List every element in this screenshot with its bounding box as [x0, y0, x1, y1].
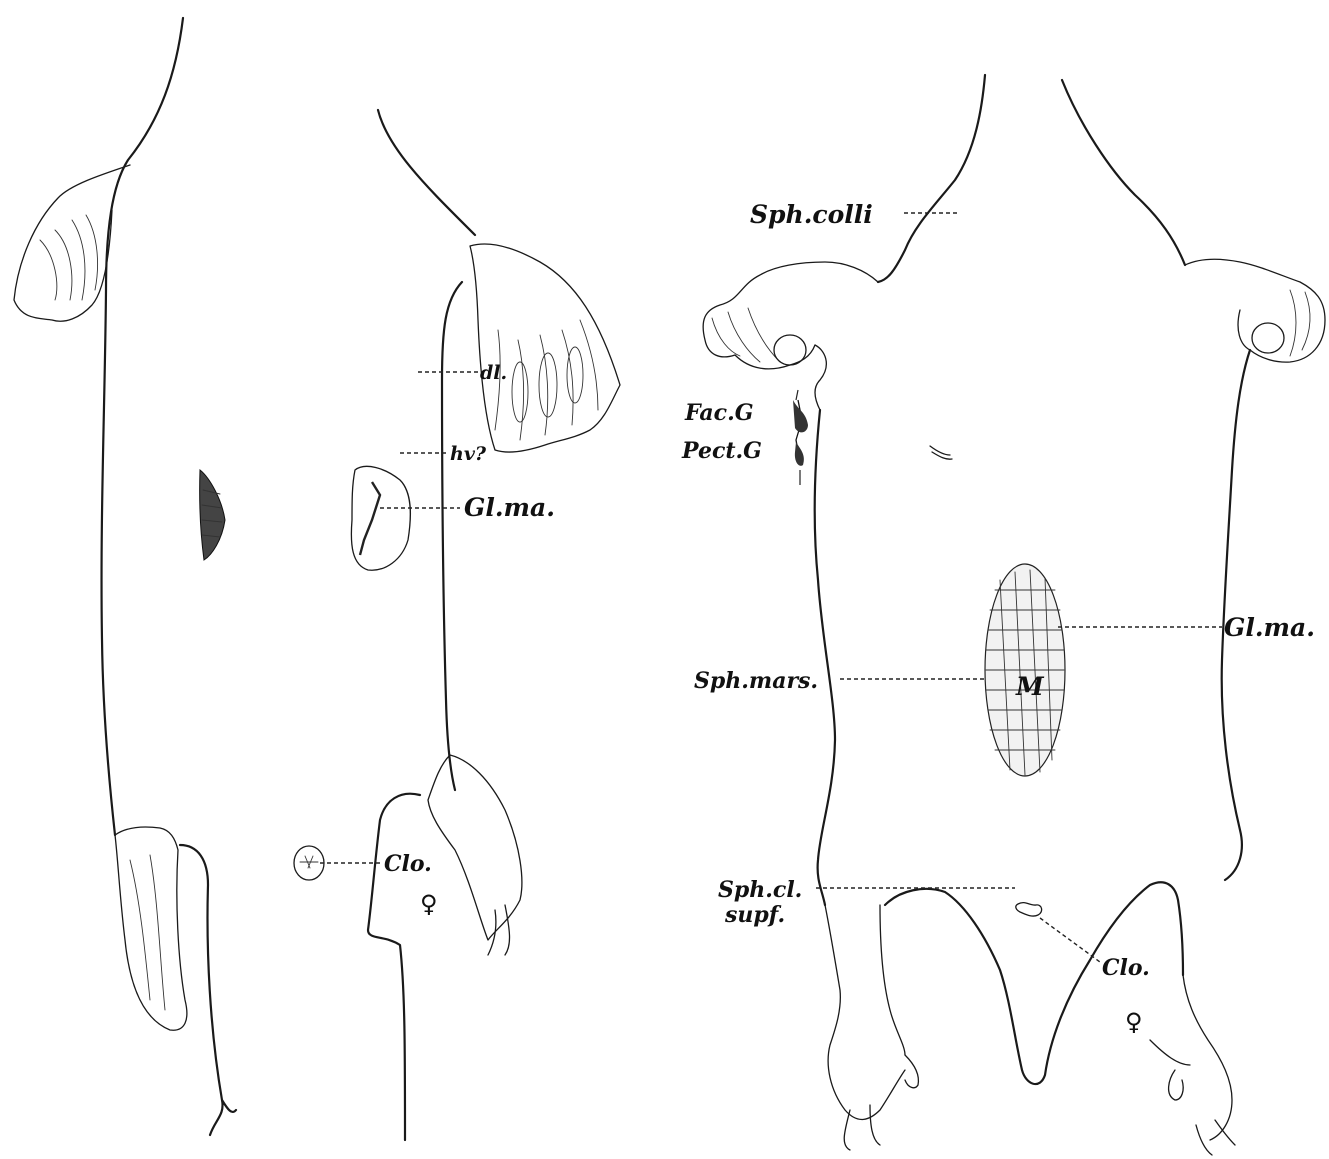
label-sph-cl: Sph.cl. — [718, 877, 802, 903]
left-body-front-outline — [442, 282, 462, 790]
label-hv: hv? — [450, 443, 487, 465]
label-dl: dl. — [480, 362, 507, 384]
left-cloaca — [294, 846, 324, 880]
label-m: M — [1015, 672, 1045, 701]
label-sph-mars: Sph.mars. — [694, 668, 818, 694]
right-hind-foot-right — [1183, 975, 1232, 1140]
right-lower-body-outline — [885, 882, 1183, 1084]
left-hind-leg-front — [428, 755, 522, 940]
left-body-back-outline — [102, 18, 183, 835]
right-neck-outline-left — [878, 75, 985, 282]
left-mammary-patch — [200, 470, 225, 560]
right-body-left-side — [815, 410, 835, 905]
left-specimen — [14, 18, 620, 1140]
left-hind-leg-back — [115, 827, 187, 1030]
label-supf: supf. — [724, 902, 785, 928]
female-symbol-left: ♀ — [420, 890, 438, 918]
right-marsupium — [985, 564, 1065, 776]
left-lower-body-outline — [368, 794, 420, 1140]
left-annotations: dl. hv? Gl.ma. Clo. ♀ — [320, 362, 555, 918]
label-fac-g: Fac.G — [684, 400, 754, 426]
right-cloaca — [1016, 903, 1042, 916]
right-hind-foot-left — [825, 905, 905, 1119]
label-gl-ma-left: Gl.ma. — [464, 493, 555, 522]
label-clo-left: Clo. — [384, 851, 432, 877]
label-clo-right: Clo. — [1102, 955, 1150, 981]
label-sph-colli: Sph.colli — [750, 200, 873, 229]
female-symbol-right: ♀ — [1125, 1008, 1143, 1036]
left-tail-outline — [180, 845, 236, 1135]
left-fore-flipper-front — [470, 244, 620, 452]
left-fore-flipper-back — [14, 165, 130, 321]
label-gl-ma-right: Gl.ma. — [1224, 613, 1315, 642]
left-body-front-outline-upper — [378, 110, 475, 235]
label-pect-g: Pect.G — [681, 438, 762, 464]
right-neck-outline-right — [1062, 80, 1185, 265]
